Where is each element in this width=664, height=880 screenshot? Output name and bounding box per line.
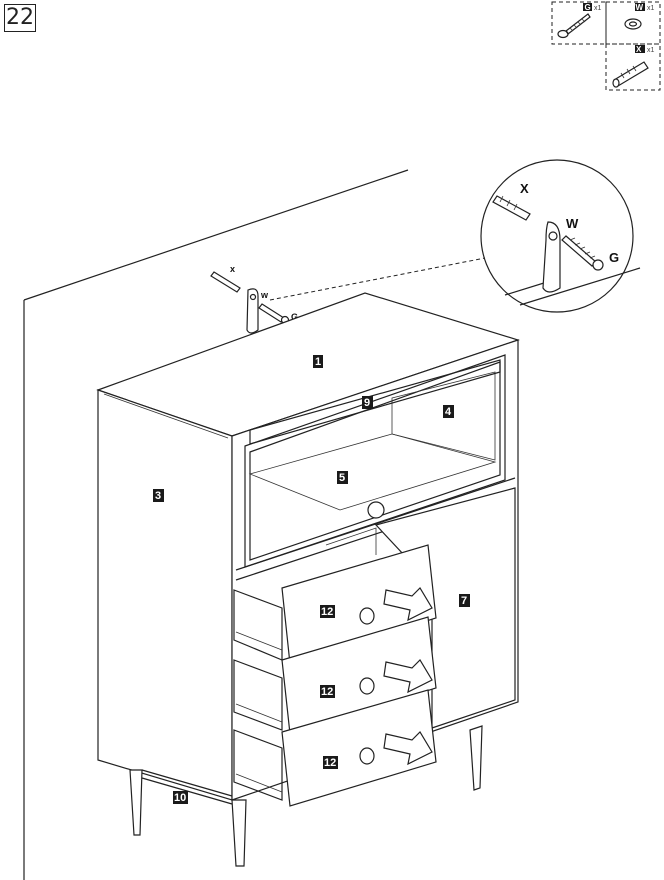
svg-text:12: 12 xyxy=(321,686,333,698)
detail-w-letter: w xyxy=(260,290,269,300)
svg-text:10: 10 xyxy=(174,792,186,804)
hardware-g-code: G xyxy=(585,3,591,12)
wall-plug-icon xyxy=(612,61,649,88)
side-panel xyxy=(97,389,233,801)
part-label-side: 3 xyxy=(153,489,164,502)
hardware-w-code: W xyxy=(636,3,644,12)
hardware-x-qty: x1 xyxy=(647,47,655,54)
push-arrow-icon xyxy=(383,659,433,694)
screw-icon xyxy=(557,13,591,39)
detail-x-letter: x xyxy=(230,264,235,274)
drawer-2 xyxy=(233,616,437,735)
part-label-base: 10 xyxy=(173,791,188,804)
hardware-legend: G x1 W x1 X x1 xyxy=(551,1,661,91)
push-arrow-icon xyxy=(383,731,433,766)
hardware-g-qty: x1 xyxy=(594,5,602,12)
svg-text:1: 1 xyxy=(315,356,321,368)
wall xyxy=(23,169,409,880)
drawer-1 xyxy=(233,544,437,665)
top-rail xyxy=(249,359,501,445)
step-number: 22 xyxy=(4,4,36,32)
svg-text:4: 4 xyxy=(445,406,452,418)
svg-text:3: 3 xyxy=(155,490,161,502)
callout-g-letter: G xyxy=(609,250,619,265)
knob xyxy=(367,501,385,519)
svg-text:5: 5 xyxy=(339,472,345,484)
part-label-back: 4 xyxy=(443,405,454,418)
part-label-drawer-front-2: 12 xyxy=(320,685,335,698)
push-arrow-icon xyxy=(383,587,433,622)
back-panel xyxy=(391,371,496,461)
shelf xyxy=(248,433,497,511)
part-label-shelf: 5 xyxy=(337,471,348,484)
leg xyxy=(469,725,483,791)
part-label-rail: 9 xyxy=(362,396,373,409)
detail-callout: X W G xyxy=(480,159,641,313)
detail-g-letter: G xyxy=(291,312,298,322)
svg-text:12: 12 xyxy=(324,757,336,769)
svg-text:9: 9 xyxy=(364,397,370,409)
leg xyxy=(129,769,143,836)
part-label-drawer-front-3: 12 xyxy=(323,756,338,769)
callout-w-letter: W xyxy=(566,216,579,231)
hardware-x-code: X xyxy=(636,45,642,54)
washer-icon xyxy=(624,18,642,30)
hardware-w-qty: x1 xyxy=(647,5,655,12)
callout-leader-line xyxy=(269,257,486,301)
svg-text:7: 7 xyxy=(461,595,467,607)
leg xyxy=(231,799,247,867)
callout-x-letter: X xyxy=(520,181,529,196)
part-label-drawer-front-1: 12 xyxy=(320,605,335,618)
wall-bracket-assembly: x w G xyxy=(210,264,298,334)
part-label-door: 7 xyxy=(459,594,470,607)
drawer-3 xyxy=(233,689,437,807)
part-label-top: 1 xyxy=(313,355,323,368)
svg-text:12: 12 xyxy=(321,606,333,618)
